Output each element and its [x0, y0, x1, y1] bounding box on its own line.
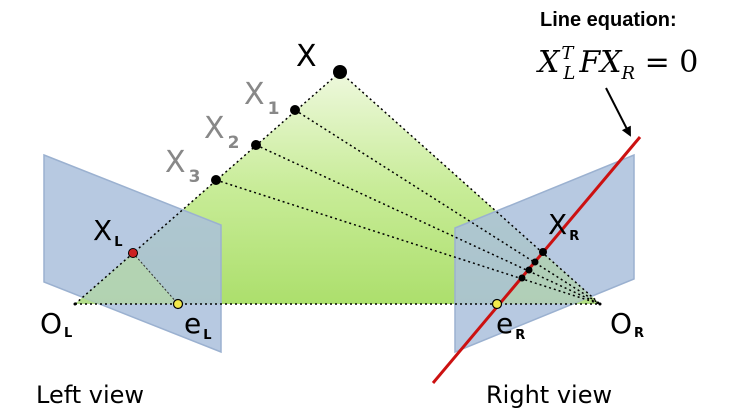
right-ray-X1 [294, 109, 601, 305]
left-epipolar-segment [132, 252, 179, 305]
label-eR-sub: R [515, 328, 525, 343]
proj-X2-right [525, 266, 533, 274]
left-plane-triangle-shade [75, 253, 178, 304]
label-eL-sub: L [203, 328, 211, 343]
eq-sup-T: T [561, 43, 575, 64]
label-xL-sub: L [114, 235, 122, 250]
right-ray-X [339, 71, 601, 305]
eq-sub-L: L [562, 63, 575, 84]
label-OR-sub: R [634, 326, 644, 341]
point-X [333, 65, 347, 79]
point-X3 [211, 175, 221, 185]
left-ray [74, 71, 341, 305]
camera-OR [598, 302, 602, 306]
epipole-eL [172, 298, 184, 310]
proj-X3-right [518, 274, 526, 282]
label-X: X [296, 39, 317, 74]
label-OL-sub: L [64, 326, 72, 341]
right-ray-X3 [215, 179, 601, 305]
equation-arrow [605, 87, 631, 137]
equation-heading: Line equation: [540, 9, 677, 31]
label-X1-sub: 1 [268, 99, 280, 119]
proj-X1-right [531, 258, 539, 266]
right-ray-X2 [255, 144, 601, 305]
label-X2-sub: 2 [228, 133, 240, 153]
point-X2 [251, 140, 261, 150]
point-X1 [290, 105, 300, 115]
caption-right-view: Right view [486, 381, 612, 409]
right-plane-triangle-shade [497, 252, 600, 304]
eq-sub-R: R [621, 63, 636, 84]
proj-X-right [539, 248, 547, 256]
point-xL [128, 248, 138, 258]
label-X3-sub: 3 [189, 167, 201, 187]
epipole-eR [491, 298, 503, 310]
label-xR-sub: R [569, 229, 579, 244]
caption-left-view: Left view [36, 381, 144, 409]
camera-OL [73, 302, 77, 306]
